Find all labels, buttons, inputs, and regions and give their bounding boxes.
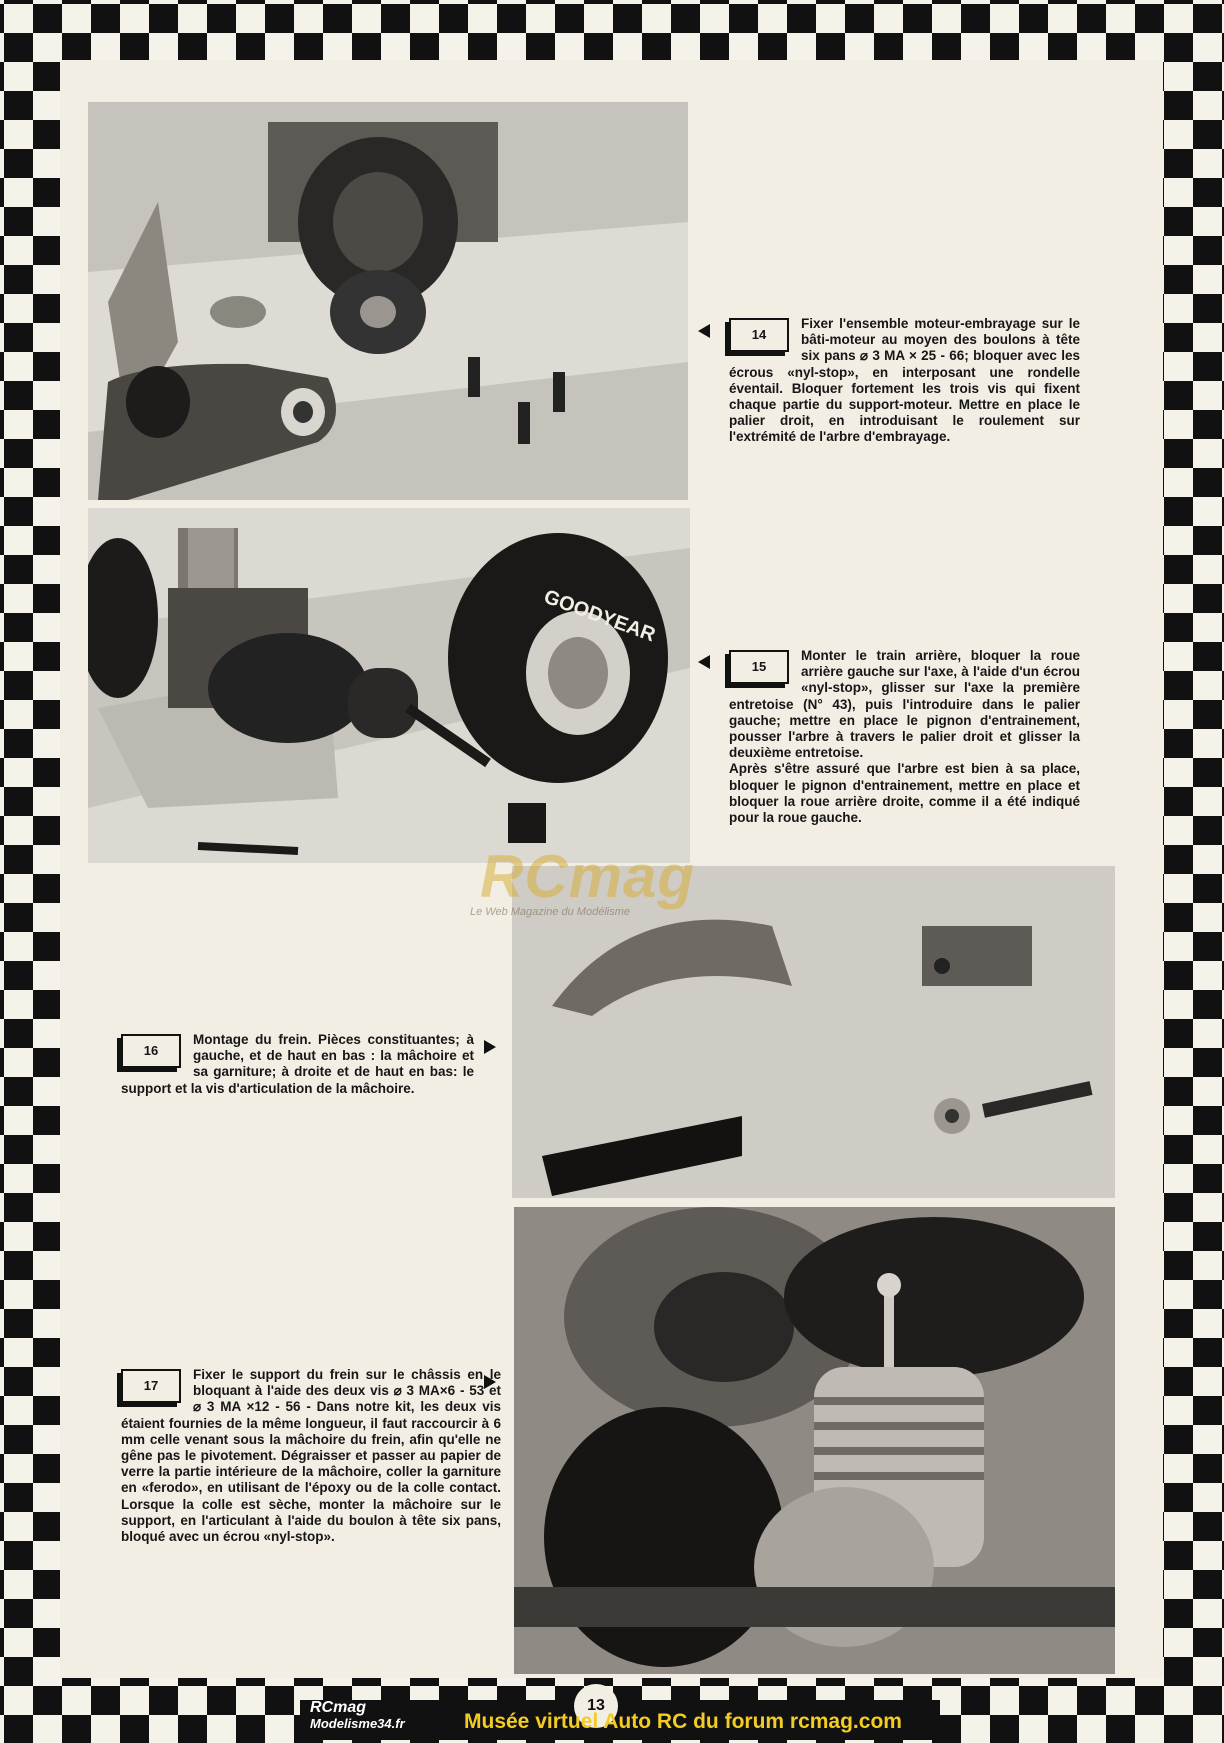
footer-logo-line1: RCmag [310,1699,367,1716]
step-16: 16 Montage du frein. Pièces constituante… [121,1032,474,1097]
step-number-14: 14 [729,318,789,352]
footer-caption: Musée virtuel Auto RC du forum rcmag.com [464,1710,902,1733]
footer-logo-line2: Modelisme34.fr [310,1716,405,1731]
step-17-text: Fixer le support du frein sur le châssis… [121,1367,501,1545]
step-15-text-2: Après s'être assuré que l'arbre est bien… [729,761,1080,826]
step-14-text: Fixer l'ensemble moteur-embrayage sur le… [729,316,1080,445]
photo-rear-axle: GOODYEAR [88,508,690,863]
arrow-left-icon [698,324,710,338]
step-number-16: 16 [121,1034,181,1068]
step-15: 15 Monter le train arrière, bloquer la r… [729,648,1080,826]
step-16-text: Montage du frein. Pièces constituantes; … [121,1032,474,1096]
watermark-tagline: Le Web Magazine du Modélisme [470,906,630,918]
photo-brake-parts [512,866,1115,1198]
step-number-15: 15 [729,650,789,684]
arrow-left-icon [698,655,710,669]
step-17: 17 Fixer le support du frein sur le châs… [121,1367,501,1545]
step-number-17: 17 [121,1369,181,1403]
step-15-text: Monter le train arrière, bloquer la roue… [729,648,1080,761]
arrow-right-icon [484,1375,496,1389]
step-14: 14 Fixer l'ensemble moteur-embrayage sur… [729,316,1080,446]
footer-bar [300,1700,940,1740]
page-number: 13 [574,1684,618,1728]
arrow-right-icon [484,1040,496,1054]
photo-brake-assembly [514,1207,1115,1674]
photo-engine-mount [88,102,688,500]
watermark-logo: RCmag [480,843,696,910]
footer-logo: RCmag Modelisme34.fr [310,1700,405,1732]
